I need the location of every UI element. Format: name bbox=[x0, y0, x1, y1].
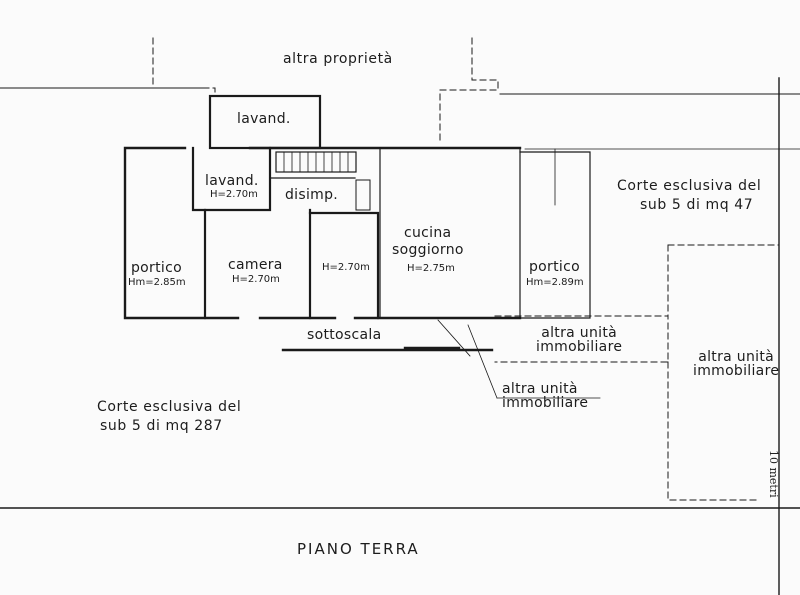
wall-middle-room bbox=[308, 211, 380, 320]
lavanderia-upper-label: lavand. bbox=[237, 111, 291, 127]
other-unit-a-label: altra unità immobiliare bbox=[536, 326, 622, 354]
portico-right-walls bbox=[519, 151, 591, 319]
neighbour-property-label: altra proprietà bbox=[283, 51, 393, 67]
leader-other-unit-c bbox=[467, 324, 498, 399]
portico-left-height: Hm=2.85m bbox=[128, 277, 186, 288]
neighbour-outline-right bbox=[439, 37, 499, 141]
courtyard-right-line2: sub 5 di mq 47 bbox=[640, 197, 754, 213]
camera-label: camera bbox=[228, 257, 283, 273]
other-unit-b-line1: altra unità bbox=[698, 349, 774, 365]
portico-right-label: portico bbox=[529, 259, 580, 275]
cucina-height: H=2.75m bbox=[407, 263, 455, 274]
floor-title: PIANO TERRA bbox=[297, 540, 420, 558]
courtyard-right-line1: Corte esclusiva del bbox=[617, 178, 762, 194]
other-unit-a-line1: altra unità bbox=[541, 325, 617, 341]
soggiorno-label: soggiorno bbox=[392, 242, 464, 258]
disimpegno-label: disimp. bbox=[285, 187, 339, 203]
sottoscala-label: sottoscala bbox=[307, 327, 382, 343]
other-unit-c-line2: immobiliare bbox=[502, 395, 589, 411]
other-unit-big-outline bbox=[667, 361, 761, 501]
courtyard-left-line1: Corte esclusiva del bbox=[97, 399, 242, 415]
portico-left-label: portico bbox=[131, 260, 182, 276]
lavanderia-lower-height: H=2.70m bbox=[210, 189, 258, 200]
other-unit-c-label: altra unità immobiliare bbox=[502, 382, 588, 410]
cucina-label: cucina bbox=[404, 225, 452, 241]
neighbour-outline-left bbox=[152, 37, 216, 97]
other-unit-outline bbox=[494, 315, 669, 363]
other-unit-c-line1: altra unità bbox=[502, 381, 578, 397]
stair-flight-lower bbox=[355, 179, 371, 211]
other-unit-b-label: altra unità immobiliare bbox=[693, 350, 779, 378]
other-unit-b-line2: immobiliare bbox=[693, 363, 780, 379]
scale-label: 10 metri bbox=[767, 450, 780, 498]
lavanderia-lower-label: lavand. bbox=[205, 173, 259, 189]
portico-right-height: Hm=2.89m bbox=[526, 277, 584, 288]
courtyard-left-line2: sub 5 di mq 287 bbox=[100, 418, 223, 434]
middle-room-height: H=2.70m bbox=[322, 262, 370, 273]
camera-height: H=2.70m bbox=[232, 274, 280, 285]
lavanderia-lower-walls bbox=[191, 146, 272, 212]
other-unit-a-line2: immobiliare bbox=[536, 339, 623, 355]
outer-wall-west bbox=[123, 146, 240, 320]
leader-other-unit-b bbox=[437, 319, 471, 357]
